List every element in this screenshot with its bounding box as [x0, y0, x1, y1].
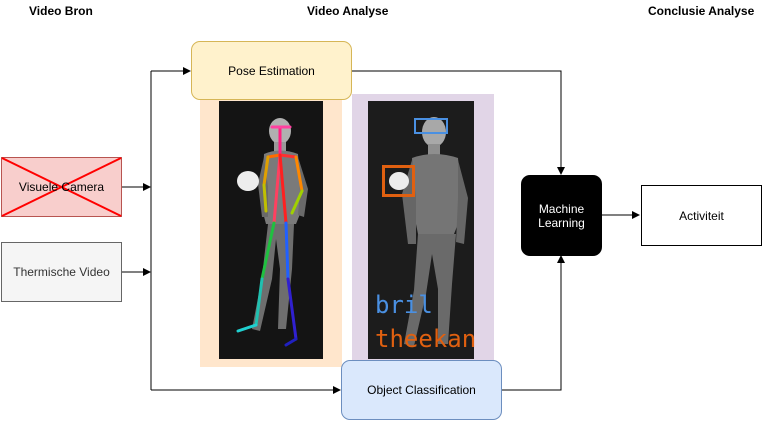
- disabled-cross-icon: [1, 157, 122, 217]
- glasses-label: bril: [375, 291, 433, 319]
- machine-learning-label: Machine Learning: [538, 201, 585, 230]
- machine-learning-node[interactable]: Machine Learning: [521, 175, 602, 256]
- activity-node[interactable]: Activiteit: [641, 185, 762, 246]
- header-video-source: Video Bron: [29, 4, 93, 18]
- pose-skeleton: [236, 125, 304, 347]
- object-classification-image: [352, 94, 494, 366]
- person-silhouette-2: [402, 117, 468, 346]
- edge-object-to-ml: [502, 255, 565, 391]
- header-conclusion-analysis: Conclusie Analyse: [648, 4, 755, 18]
- pose-estimation-image: [200, 99, 342, 367]
- teapot-shape: [237, 171, 259, 191]
- pose-estimation-label: Pose Estimation: [228, 63, 315, 78]
- activity-label: Activiteit: [679, 208, 724, 223]
- teapot-detection-box: [382, 165, 415, 197]
- thermal-video-label: Thermische Video: [13, 265, 110, 279]
- visual-camera-node[interactable]: Visuele Camera: [1, 157, 122, 217]
- teapot-shape-2: [389, 172, 409, 190]
- pose-thermal-frame: [219, 101, 323, 359]
- edge-pose-to-ml: [352, 70, 565, 175]
- visual-camera-label: Visuele Camera: [18, 180, 105, 194]
- teapot-label: theekan: [375, 325, 477, 353]
- pose-estimation-node[interactable]: Pose Estimation: [191, 41, 352, 100]
- thermal-video-node[interactable]: Thermische Video: [1, 242, 122, 302]
- object-classification-label: Object Classification: [367, 383, 476, 397]
- header-video-analysis: Video Analyse: [307, 4, 389, 18]
- object-thermal-frame: [368, 101, 474, 359]
- object-classification-node[interactable]: Object Classification: [341, 360, 502, 420]
- glasses-detection-box: [414, 118, 448, 134]
